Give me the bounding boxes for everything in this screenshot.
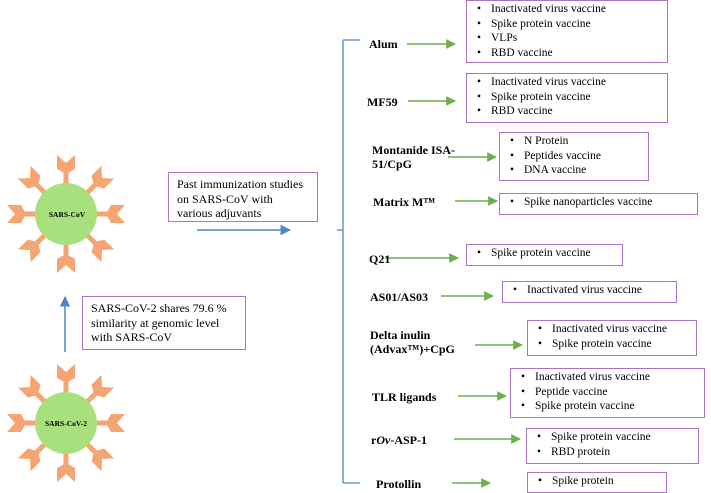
vaccine-item: Peptide vaccine [521,385,700,400]
adjuvant-label-montanide-line2: 51/CpG [372,157,413,171]
virus-spike-head [57,254,75,273]
adjuvant-label-rov: rOv-ASP-1 [371,433,427,447]
vaccine-box-rov: Spike protein vaccine RBD protein [526,428,699,464]
adjuvant-label-montanide: Montanide ISA- 51/CpG [372,143,455,171]
bracket-ticks [337,39,360,484]
vaccine-item: Inactivated virus vaccine [477,75,663,90]
vaccine-item: Spike protein vaccine [477,17,663,32]
vaccine-item: Spike nanoparticles vaccine [510,195,693,210]
vaccine-item: Spike protein vaccine [477,246,618,261]
vaccine-item: RBD vaccine [477,46,663,61]
virus-sars-cov-2 [7,364,125,482]
virus-spike-head [91,239,115,263]
virus-spike-head [57,364,75,383]
adjuvant-label-montanide-line1: Montanide ISA- [372,143,456,157]
virus-spike-head [57,463,75,482]
virus-spike-head [91,374,115,398]
adjuvant-label-matrix: Matrix M™ [373,195,436,209]
vaccine-item: N Protein [510,134,644,149]
rov-suffix: -ASP-1 [390,433,427,447]
adjuvant-label-protollin: Protollin [376,477,422,491]
vaccine-item: DNA vaccine [510,163,644,178]
virus-spike-head [17,239,41,263]
virus-sars-cov [7,155,125,273]
studies-note: Past immunization studies on SARS-CoV wi… [168,172,318,222]
virus-sars-cov-label: SARS-CoV [48,210,86,219]
vaccine-box-as01: Inactivated virus vaccine [502,281,677,303]
adjuvant-label-delta-line1: Delta inulin [370,328,431,342]
vaccine-item: Inactivated virus vaccine [538,322,692,337]
virus-body [35,183,97,245]
virus-spike-head [17,448,41,472]
vaccine-box-q21: Spike protein vaccine [466,244,623,266]
adjuvant-arrows [385,39,523,488]
vaccine-box-montanide: N Protein Peptides vaccine DNA vaccine [499,132,649,181]
adjuvant-label-alum: Alum [369,37,398,51]
vaccine-box-delta: Inactivated virus vaccine Spike protein … [527,320,697,356]
vaccine-item: Peptides vaccine [510,149,644,164]
vaccine-item: Spike protein vaccine [521,399,700,414]
similarity-note: SARS-CoV-2 shares 79.6 % similarity at g… [82,296,246,350]
adjuvant-label-mf59: MF59 [367,95,398,109]
vaccine-box-matrix: Spike nanoparticles vaccine [499,193,698,215]
virus-spike-head [106,205,125,223]
vaccine-box-protollin: Spike protein [527,472,667,493]
vaccine-item: VLPs [477,31,663,46]
virus-spike-head [91,448,115,472]
virus-spike-head [17,165,41,189]
adjuvant-label-tlr: TLR ligands [372,390,437,404]
virus-sars-cov-2-label: SARS-CoV-2 [45,419,87,428]
vaccine-box-alum: Inactivated virus vaccine Spike protein … [466,0,668,63]
vaccine-item: Inactivated virus vaccine [521,370,700,385]
vaccine-item: Spike protein [538,474,662,489]
vaccine-item: Inactivated virus vaccine [513,283,672,298]
vaccine-box-mf59: Inactivated virus vaccine Spike protein … [466,73,668,123]
vaccine-item: Spike protein vaccine [477,90,663,105]
vaccine-box-tlr: Inactivated virus vaccine Peptide vaccin… [510,368,705,418]
rov-italic: Ov [376,433,391,447]
vaccine-item: Spike protein vaccine [537,430,694,445]
adjuvant-label-delta: Delta inulin (Advax™)+CpG [370,328,455,356]
virus-spike-head [7,414,26,432]
virus-spike-head [7,205,26,223]
adjuvant-label-as01: AS01/AS03 [370,290,429,304]
rov-prefix: r [371,433,377,447]
virus-spike-head [91,165,115,189]
adjuvant-label-delta-line2: (Advax™)+CpG [370,342,455,356]
virus-spike-head [17,374,41,398]
vaccine-item: RBD vaccine [477,104,663,119]
virus-body [35,392,97,454]
virus-spike-head [106,414,125,432]
vaccine-item: Spike protein vaccine [538,337,692,352]
adjuvant-label-q21: Q21 [369,252,391,266]
vaccine-item: Inactivated virus vaccine [477,2,663,17]
virus-spike-head [57,155,75,174]
vaccine-item: RBD protein [537,445,694,460]
